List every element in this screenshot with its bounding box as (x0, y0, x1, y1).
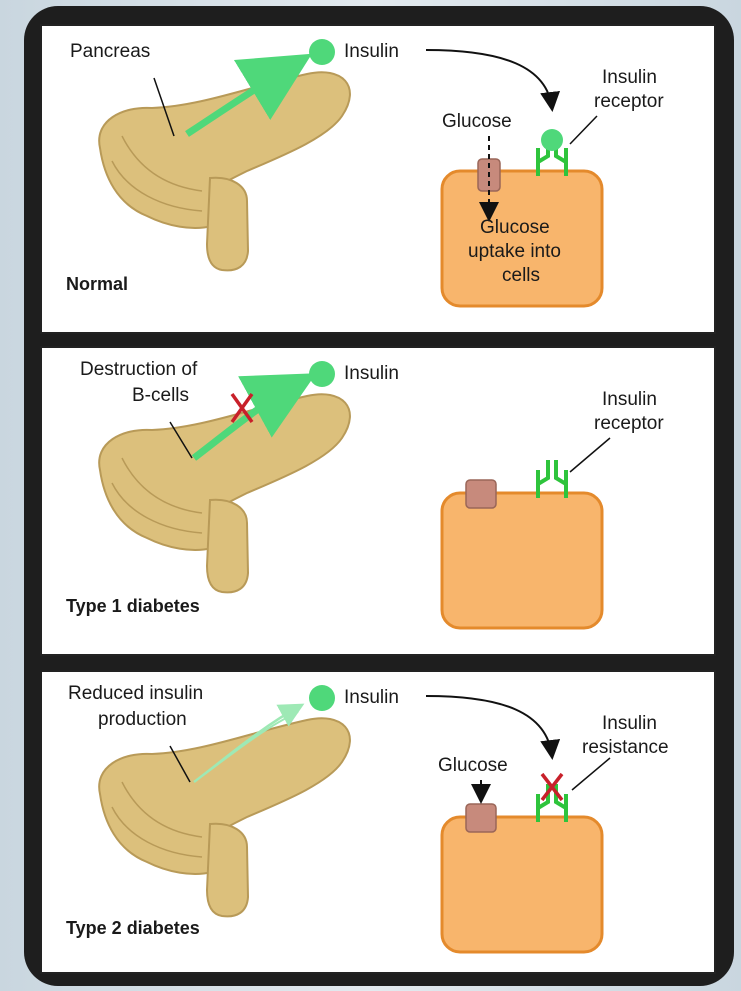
insulin-molecule-icon (309, 685, 335, 711)
insulin-label: Insulin (344, 686, 399, 710)
insulin-molecule-icon (309, 39, 335, 65)
insulin-molecule-icon (309, 361, 335, 387)
uptake-label-line1: Glucose (480, 216, 550, 240)
cell-body (442, 817, 602, 952)
glucose-transporter-icon (466, 480, 496, 508)
destruction-label-line1: Destruction of (80, 358, 197, 382)
panel-title-normal: Normal (66, 272, 128, 296)
glucose-label: Glucose (442, 110, 512, 134)
receptor-label-line1: Insulin (602, 66, 657, 90)
reduced-label-line2: production (98, 708, 187, 732)
bound-insulin-icon (541, 129, 563, 151)
glucose-transporter-icon (466, 804, 496, 832)
receptor-pointer (570, 116, 597, 144)
panel-type1: Destruction of B-cells Insulin Insulin r… (40, 346, 716, 656)
pancreas-illustration (99, 718, 350, 916)
insulin-to-receptor-arrow (426, 696, 552, 756)
receptor-label-line1: Insulin (602, 388, 657, 412)
destruction-label-line2: B-cells (132, 384, 189, 408)
glucose-label: Glucose (438, 754, 508, 778)
panel-type2: Reduced insulin production Insulin Insul… (40, 670, 716, 974)
panel-title-type1: Type 1 diabetes (66, 594, 200, 618)
receptor-label-line2: receptor (594, 412, 664, 436)
uptake-label-line3: cells (502, 264, 540, 288)
reduced-label-line1: Reduced insulin (68, 682, 203, 706)
uptake-label-line2: uptake into (468, 240, 561, 264)
panel-title-type2: Type 2 diabetes (66, 916, 200, 940)
pancreas-illustration (99, 394, 350, 592)
panel-normal: Pancreas Insulin Insulin receptor Glucos… (40, 24, 716, 334)
receptor-label-line2: receptor (594, 90, 664, 114)
pancreas-illustration (99, 72, 350, 270)
insulin-label: Insulin (344, 40, 399, 64)
insulin-label: Insulin (344, 362, 399, 386)
pancreas-label: Pancreas (70, 40, 150, 64)
insulin-to-receptor-arrow (426, 50, 552, 108)
resistance-x-icon (542, 774, 562, 800)
cell-body (442, 493, 602, 628)
resistance-label-line2: resistance (582, 736, 669, 760)
receptor-pointer (570, 438, 610, 472)
resistance-pointer (572, 758, 610, 790)
resistance-label-line1: Insulin (602, 712, 657, 736)
